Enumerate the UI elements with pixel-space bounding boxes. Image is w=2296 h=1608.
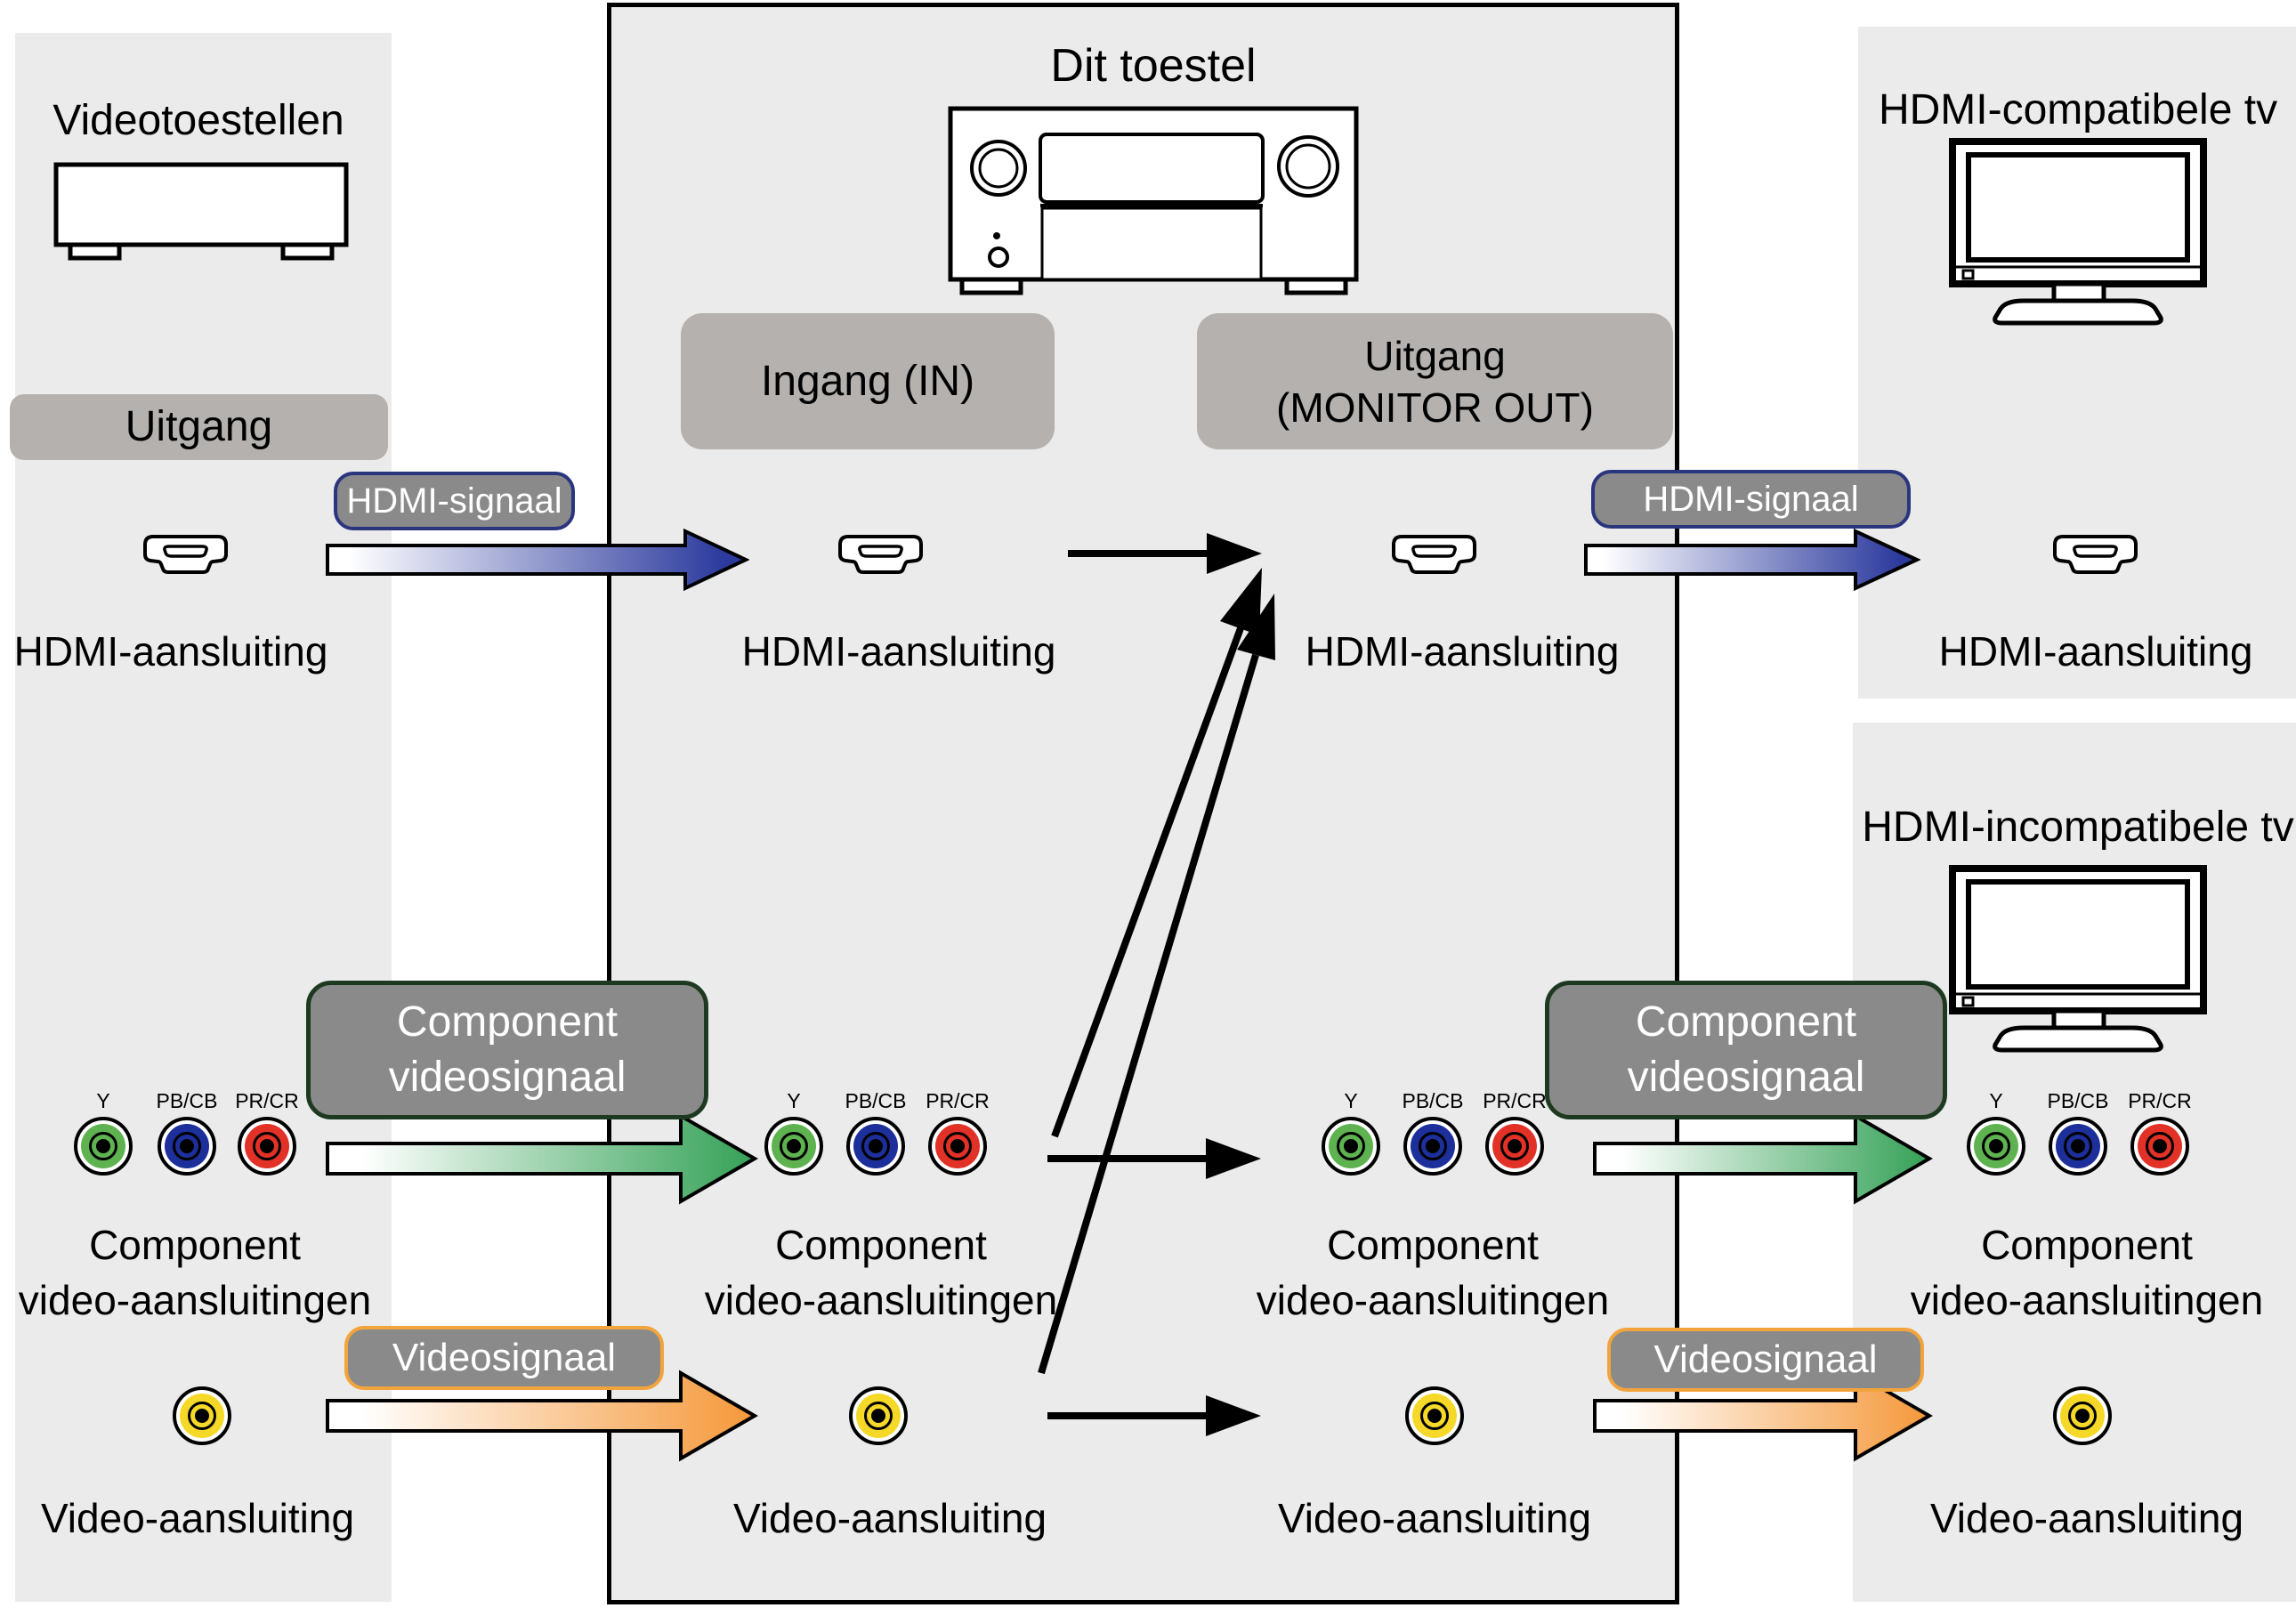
hdmi-signal-arrow-left [326, 529, 749, 591]
video-upconvert-arrow-head [1237, 594, 1275, 660]
rca-connector-pb-icon [846, 1117, 905, 1176]
av-receiver-icon [948, 106, 1359, 295]
rca-pb-label: PB/CB [1402, 1089, 1464, 1112]
component-connection-line2: video-aansluitingen [1256, 1277, 1610, 1323]
component-connection-label-tv: Component video-aansluitingen [1911, 1217, 2263, 1328]
component-signal-badge-left-line2: videosignaal [388, 1054, 627, 1101]
component-signal-badge-left: Component videosignaal [306, 981, 708, 1119]
hdmi-connector-icon [143, 535, 228, 574]
component-connection-line2: video-aansluitingen [704, 1277, 1058, 1323]
rca-connector-pb-icon [158, 1117, 216, 1176]
component-passthrough-arrow-head [1206, 1138, 1261, 1179]
hdmi-signal-badge-left: HDMI-signaal [334, 472, 575, 530]
input-chip: Ingang (IN) [681, 313, 1055, 449]
component-connection-line1: Component [775, 1222, 987, 1268]
video-connection-label-source: Video-aansluiting [40, 1495, 355, 1541]
monitor-out-chip-line1: Uitgang [1364, 332, 1506, 379]
hdmi-connector-icon [2053, 535, 2138, 574]
rca-connector-y-icon [1322, 1117, 1380, 1176]
tv-icon [1949, 138, 2207, 326]
tv-icon [1949, 865, 2207, 1053]
rca-connector-pb-icon [1403, 1117, 1462, 1176]
video-connection-label-tv: Video-aansluiting [1929, 1495, 2244, 1541]
rca-pr-label: PR/CR [2128, 1089, 2192, 1112]
hdmi-signal-arrow-right [1584, 529, 1920, 591]
rca-connector-video-icon [849, 1386, 908, 1445]
hdmi-connector-icon [838, 535, 923, 574]
video-passthrough-arrow-head [1206, 1395, 1261, 1436]
non-hdmi-tv-panel-title: HDMI-incompatibele tv [1862, 804, 2294, 851]
component-signal-badge-right-line1: Component [1635, 998, 1857, 1046]
receiver-title: Dit toestel [1050, 40, 1257, 92]
component-signal-arrow-left [326, 1112, 758, 1205]
rca-connector-pr-icon [2130, 1117, 2189, 1176]
source-panel [15, 33, 392, 1602]
rca-connector-pr-icon [928, 1117, 987, 1176]
component-connection-label-out: Component video-aansluitingen [1257, 1217, 1609, 1328]
rca-y-label: Y [1989, 1089, 2003, 1112]
hdmi-connection-label-tv: HDMI-aansluiting [1938, 628, 2253, 675]
component-upconvert-arrow-line [1051, 626, 1244, 1138]
rca-connector-pr-icon [1485, 1117, 1544, 1176]
video-upconvert-arrow-line [1038, 653, 1259, 1375]
hdmi-connection-label-in: HDMI-aansluiting [741, 628, 1056, 675]
monitor-out-chip: Uitgang (MONITOR OUT) [1197, 313, 1673, 449]
rca-pr-label: PR/CR [235, 1089, 299, 1112]
rca-y-label: Y [1344, 1089, 1358, 1112]
video-signal-badge-left-label: Videosignaal [392, 1336, 617, 1379]
rca-connector-y-icon [764, 1117, 823, 1176]
rca-pr-label: PR/CR [1483, 1089, 1547, 1112]
rca-connector-video-icon [2053, 1386, 2112, 1445]
hdmi-connection-label-source: HDMI-aansluiting [13, 628, 328, 675]
component-connection-line1: Component [89, 1222, 301, 1268]
rca-connector-video-icon [1405, 1386, 1464, 1445]
input-chip-label: Ingang (IN) [760, 357, 975, 405]
video-connection-label-out: Video-aansluiting [1277, 1495, 1592, 1541]
hdmi-tv-panel-title: HDMI-compatibele tv [1878, 86, 2278, 133]
video-device-icon [53, 162, 349, 261]
hdmi-signal-badge-left-label: HDMI-signaal [346, 481, 562, 521]
video-signal-badge-right-label: Videosignaal [1653, 1337, 1878, 1381]
source-output-chip-label: Uitgang [125, 403, 273, 450]
rca-pb-label: PB/CB [845, 1089, 907, 1112]
rca-connector-y-icon [74, 1117, 133, 1176]
rca-connector-pb-icon [2049, 1117, 2107, 1176]
component-connection-line2: video-aansluitingen [18, 1277, 372, 1323]
component-signal-badge-right: Component videosignaal [1545, 981, 1947, 1119]
hdmi-connection-label-out: HDMI-aansluiting [1305, 628, 1620, 675]
component-connection-line1: Component [1981, 1222, 2193, 1268]
component-signal-arrow-right [1593, 1112, 1933, 1205]
video-signal-badge-right: Videosignaal [1607, 1328, 1924, 1392]
rca-connector-pr-icon [238, 1117, 296, 1176]
component-connection-line2: video-aansluitingen [1910, 1277, 2264, 1323]
component-signal-badge-left-line1: Component [396, 998, 618, 1046]
rca-pb-label: PB/CB [156, 1089, 218, 1112]
hdmi-passthrough-arrow-head [1207, 533, 1262, 574]
rca-y-label: Y [96, 1089, 110, 1112]
rca-connector-video-icon [173, 1386, 231, 1445]
component-signal-badge-right-line2: videosignaal [1627, 1054, 1865, 1101]
source-output-chip: Uitgang [10, 394, 388, 460]
hdmi-connector-icon [1392, 535, 1476, 574]
video-signal-arrow-right [1593, 1370, 1933, 1462]
rca-connector-y-icon [1967, 1117, 2025, 1176]
hdmi-signal-badge-right-label: HDMI-signaal [1643, 479, 1859, 519]
component-connection-line1: Component [1327, 1222, 1539, 1268]
video-signal-arrow-left [326, 1370, 758, 1462]
video-signal-badge-left: Videosignaal [344, 1326, 664, 1390]
video-connection-label-in: Video-aansluiting [732, 1495, 1047, 1541]
rca-y-label: Y [787, 1089, 801, 1112]
component-connection-label-source: Component video-aansluitingen [19, 1217, 371, 1328]
component-connection-label-in: Component video-aansluitingen [705, 1217, 1057, 1328]
rca-pb-label: PB/CB [2047, 1089, 2109, 1112]
component-upconvert-arrow-head [1220, 568, 1262, 635]
source-panel-title: Videotoestellen [53, 97, 344, 144]
hdmi-signal-badge-right: HDMI-signaal [1591, 470, 1911, 529]
monitor-out-chip-line2: (MONITOR OUT) [1276, 384, 1594, 431]
rca-pr-label: PR/CR [926, 1089, 990, 1112]
